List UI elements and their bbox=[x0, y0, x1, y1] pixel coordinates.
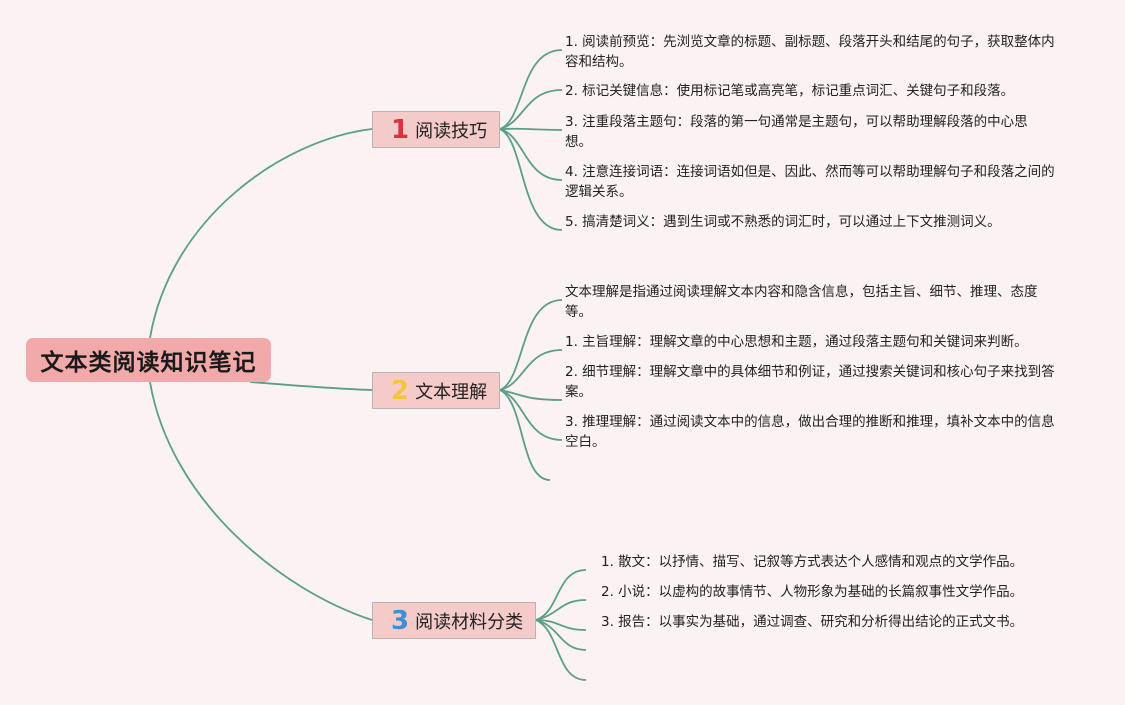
leaf-item[interactable]: 3. 报告：以事实为基础，通过调查、研究和分析得出结论的正式文书。 bbox=[601, 614, 1024, 630]
connector-b3-leaf-1 bbox=[535, 569, 587, 621]
connector-b2-leaf-1 bbox=[499, 299, 563, 391]
branch-label: 阅读技巧 bbox=[415, 120, 488, 142]
connector-b2-leaf-3 bbox=[499, 389, 563, 401]
number-badge-2: 2 bbox=[391, 375, 410, 406]
leaf-item[interactable]: 文本理解是指通过阅读理解文本内容和隐含信息，包括主旨、细节、推理、态度等。 bbox=[565, 284, 1038, 320]
leaf-item[interactable]: 5. 搞清楚词义：遇到生词或不熟悉的词汇时，可以通过上下文推测词义。 bbox=[565, 214, 1001, 230]
leaf-item[interactable]: 3. 注重段落主题句：段落的第一句通常是主题句，可以帮助理解段落的中心思想。 bbox=[565, 114, 1028, 150]
connector-b2-leaf-4 bbox=[499, 389, 563, 441]
branch-node-text-comprehension[interactable]: 2 文本理解 bbox=[372, 372, 500, 409]
connector-b3-leaf-5 bbox=[535, 619, 587, 681]
number-badge-1: 1 bbox=[391, 114, 410, 145]
connector-b3-leaf-3 bbox=[535, 619, 587, 631]
leaf-item[interactable]: 3. 推理理解：通过阅读文本中的信息，做出合理的推断和推理，填补文本中的信息空白… bbox=[565, 414, 1055, 450]
connector-root-branch-2 bbox=[249, 381, 373, 391]
connector-b2-leaf-5 bbox=[499, 389, 551, 481]
leaf-item[interactable]: 4. 注意连接词语：连接词语如但是、因此、然而等可以帮助理解句子和段落之间的逻辑… bbox=[565, 164, 1055, 200]
connector-root-branch-3 bbox=[149, 381, 373, 621]
connector-b1-leaf-2 bbox=[499, 89, 563, 130]
branch-node-reading-skills[interactable]: 1 阅读技巧 bbox=[372, 111, 500, 148]
connector-b3-leaf-4 bbox=[535, 619, 587, 651]
connector-b2-leaf-2 bbox=[499, 349, 563, 391]
branch-label: 阅读材料分类 bbox=[415, 611, 524, 633]
leaf-item[interactable]: 2. 标记关键信息：使用标记笔或高亮笔，标记重点词汇、关键句子和段落。 bbox=[565, 83, 1015, 99]
leaf-item[interactable]: 2. 小说：以虚构的故事情节、人物形象为基础的长篇叙事性文学作品。 bbox=[601, 584, 1024, 600]
branch-node-material-classification[interactable]: 3 阅读材料分类 bbox=[372, 602, 536, 639]
connector-b1-leaf-5 bbox=[499, 128, 563, 231]
root-node[interactable]: 文本类阅读知识笔记 bbox=[26, 338, 271, 382]
leaf-item[interactable]: 1. 阅读前预览：先浏览文章的标题、副标题、段落开头和结尾的句子，获取整体内容和… bbox=[565, 34, 1055, 70]
leaf-item[interactable]: 2. 细节理解：理解文章中的具体细节和例证，通过搜索关键词和核心句子来找到答案。 bbox=[565, 364, 1055, 400]
number-badge-3: 3 bbox=[391, 605, 410, 636]
leaf-item[interactable]: 1. 散文：以抒情、描写、记叙等方式表达个人感情和观点的文学作品。 bbox=[601, 554, 1024, 570]
leaf-item[interactable]: 1. 主旨理解：理解文章的中心思想和主题，通过段落主题句和关键词来判断。 bbox=[565, 334, 1028, 350]
connector-b1-leaf-1 bbox=[499, 49, 563, 130]
connector-b3-leaf-2 bbox=[535, 599, 587, 621]
connector-b1-leaf-3 bbox=[499, 127, 563, 131]
connector-root-branch-1 bbox=[149, 128, 373, 339]
connector-b1-leaf-4 bbox=[499, 128, 563, 181]
branch-label: 文本理解 bbox=[415, 381, 488, 403]
